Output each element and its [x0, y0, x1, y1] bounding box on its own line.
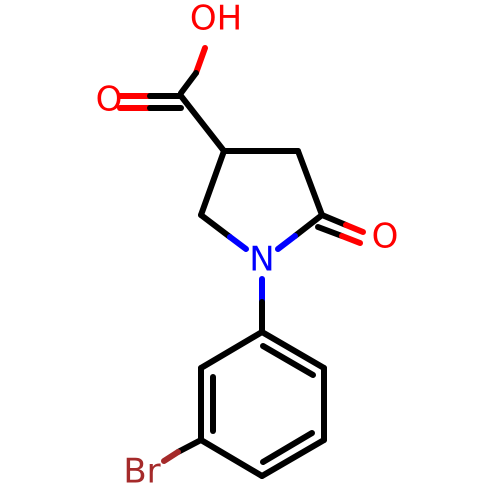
hydroxyl-label: OH: [190, 0, 242, 39]
ring-bond-c4-c5: [295, 148, 325, 218]
benzene-bond-3: [259, 437, 327, 479]
lactam-oxygen-label: O: [372, 217, 399, 257]
lactam-co-double-bond-black-1: [319, 212, 349, 228]
acid-carbon-ring-bond: [178, 93, 227, 154]
lactam-co-double-bond-red-2: [339, 233, 363, 246]
ring-bond-c5-n: [292, 212, 325, 239]
benzene-inner-bond-2: [260, 430, 315, 465]
lactam-co-double-bond-black-2: [315, 224, 345, 239]
bromine-label: Br: [123, 452, 160, 492]
nitrogen-label: N: [249, 240, 274, 280]
atom-label-group: OH O O N Br: [96, 0, 399, 492]
bond-group: [117, 45, 366, 479]
c-br-bond-black: [175, 437, 204, 455]
benzene-bond-1: [259, 329, 327, 371]
c-oh-bond-red: [193, 45, 208, 76]
c-br-bond-brown: [161, 449, 181, 464]
benzene-inner-bond-1: [260, 343, 316, 378]
benzene-bond-4: [198, 437, 265, 479]
ring-bond-c2-n-blue: [227, 234, 249, 252]
lactam-co-double-bond-red-1: [343, 222, 366, 235]
c-oh-bond-black: [178, 70, 199, 96]
ring-bond-c5-n-blue: [275, 233, 298, 252]
acid-oxygen-label: O: [96, 80, 123, 120]
ring-bond-c3-c2: [198, 148, 227, 218]
benzene-bond-6: [198, 329, 265, 371]
ring-bond-c2-n: [198, 212, 233, 240]
